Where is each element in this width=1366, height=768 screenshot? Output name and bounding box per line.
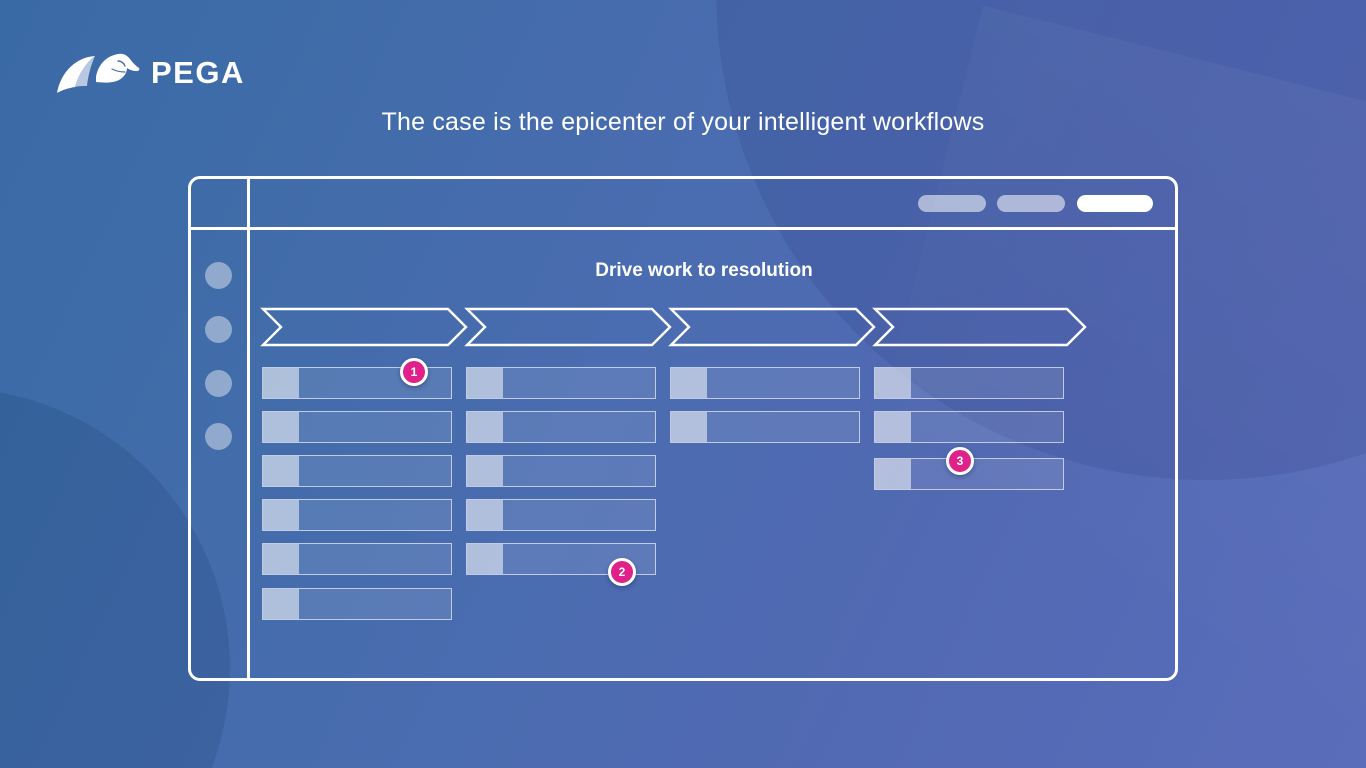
task-card-body <box>911 412 1063 442</box>
task-card-swatch <box>671 412 707 442</box>
pega-horse-logo-icon <box>55 49 141 95</box>
sidebar-dot-4[interactable] <box>205 423 232 450</box>
case-board: Drive work to resolution <box>250 230 1175 678</box>
task-card-body <box>299 456 451 486</box>
task-card-swatch <box>263 412 299 442</box>
app-window-frame: Drive work to resolution <box>188 176 1178 681</box>
task-card-swatch <box>263 500 299 530</box>
sidebar-dot-3[interactable] <box>205 370 232 397</box>
task-card-swatch <box>875 368 911 398</box>
task-card-swatch <box>467 412 503 442</box>
task-card-body <box>299 500 451 530</box>
task-card-body <box>911 459 1063 489</box>
task-card-swatch <box>467 456 503 486</box>
task-card-body <box>503 500 655 530</box>
sidebar-dot-1[interactable] <box>205 262 232 289</box>
callout-badge-3[interactable]: 3 <box>946 447 974 475</box>
task-card-3-1[interactable] <box>670 367 860 399</box>
task-card-body <box>299 412 451 442</box>
task-card-4-2[interactable] <box>874 411 1064 443</box>
task-card-body <box>503 412 655 442</box>
page-title: The case is the epicenter of your intell… <box>381 108 985 136</box>
task-card-body <box>299 544 451 574</box>
task-card-swatch <box>263 544 299 574</box>
task-card-swatch <box>467 500 503 530</box>
task-card-swatch <box>875 459 911 489</box>
task-card-body <box>707 368 859 398</box>
window-topbar <box>191 179 1175 227</box>
task-card-1-5[interactable] <box>262 543 452 575</box>
task-card-body <box>707 412 859 442</box>
task-card-1-6[interactable] <box>262 588 452 620</box>
callout-badge-1[interactable]: 1 <box>400 358 428 386</box>
board-title: Drive work to resolution <box>595 260 813 281</box>
task-card-1-2[interactable] <box>262 411 452 443</box>
task-card-4-1[interactable] <box>874 367 1064 399</box>
topbar-pill-2[interactable] <box>997 195 1065 212</box>
task-card-swatch <box>467 544 503 574</box>
task-card-2-3[interactable] <box>466 455 656 487</box>
sidebar-divider <box>247 179 250 678</box>
brand-logo: PEGA <box>55 44 245 100</box>
task-card-swatch <box>263 456 299 486</box>
task-card-swatch <box>263 368 299 398</box>
task-card-2-1[interactable] <box>466 367 656 399</box>
stage-chevron-1[interactable] <box>260 307 468 347</box>
topbar-pill-1[interactable] <box>918 195 986 212</box>
task-card-swatch <box>467 368 503 398</box>
task-card-swatch <box>671 368 707 398</box>
task-card-body <box>911 368 1063 398</box>
stage-chevron-4[interactable] <box>872 307 1087 347</box>
callout-badge-2[interactable]: 2 <box>608 558 636 586</box>
task-card-2-2[interactable] <box>466 411 656 443</box>
stage-chevron-3[interactable] <box>668 307 876 347</box>
task-card-body <box>299 368 451 398</box>
task-card-swatch <box>263 589 299 619</box>
task-card-1-3[interactable] <box>262 455 452 487</box>
task-card-4-3[interactable] <box>874 458 1064 490</box>
stage-chevron-2[interactable] <box>464 307 672 347</box>
task-card-3-2[interactable] <box>670 411 860 443</box>
task-card-2-4[interactable] <box>466 499 656 531</box>
topbar-pill-3[interactable] <box>1077 195 1153 212</box>
task-card-body <box>503 368 655 398</box>
sidebar-dot-2[interactable] <box>205 316 232 343</box>
task-card-1-4[interactable] <box>262 499 452 531</box>
task-card-swatch <box>875 412 911 442</box>
task-card-body <box>503 456 655 486</box>
topbar-divider <box>191 227 1175 230</box>
task-card-body <box>299 589 451 619</box>
brand-wordmark: PEGA <box>151 54 245 90</box>
